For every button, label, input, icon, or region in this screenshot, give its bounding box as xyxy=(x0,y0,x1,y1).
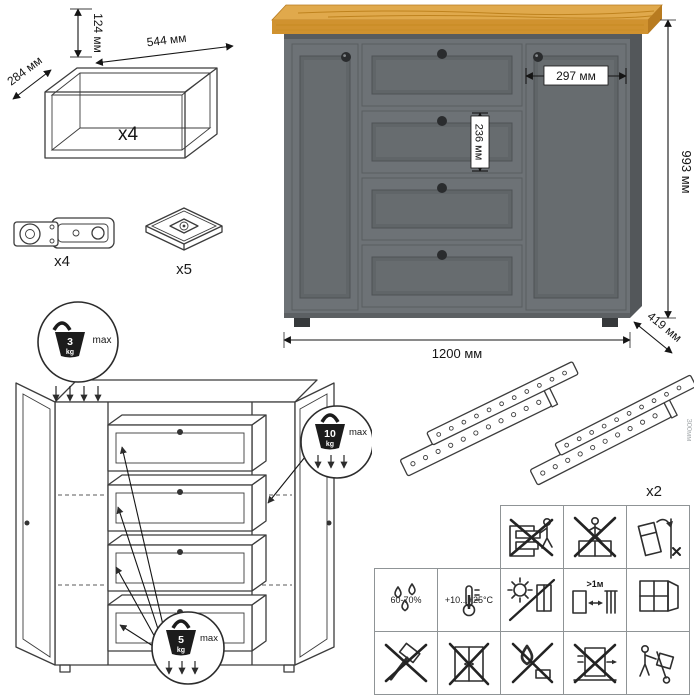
load-door-max: max xyxy=(349,427,367,438)
dresser-foot xyxy=(602,318,618,327)
dresser-foot xyxy=(294,318,310,327)
drawer-box-count: x4 xyxy=(118,124,139,145)
pictogram-no-climb-on-top xyxy=(563,505,627,569)
drawer-slide-1 xyxy=(400,361,579,477)
hinge-count: x4 xyxy=(54,253,70,270)
slides-count: x2 xyxy=(646,483,662,500)
drawer-front-2 xyxy=(361,110,523,174)
overall-width-label: 1200 мм xyxy=(432,346,482,361)
load-top-value: 3 xyxy=(67,336,73,348)
pictogram-no-wet-cleaning xyxy=(500,631,564,695)
drawer-front-4 xyxy=(361,244,523,308)
open-drawer-1 xyxy=(107,414,267,472)
drawer-stack xyxy=(361,43,523,308)
drawer-box-diagram: 124 мм 544 мм 284 мм x4 xyxy=(4,8,234,278)
load-door-value: 10 xyxy=(324,428,336,440)
pictogram-no-hammering xyxy=(374,631,438,695)
thermometer-icon xyxy=(462,585,480,617)
overall-height-label: 993 мм xyxy=(679,150,694,193)
load-drawer-value: 5 xyxy=(178,634,184,646)
pictogram-avoid-sunlight xyxy=(500,568,564,632)
pictogram-no-dragging xyxy=(563,631,627,695)
dim-overall-height: 993 мм xyxy=(660,19,694,319)
pictogram-ventilation xyxy=(626,568,690,632)
open-dresser-line-drawing: 3 kg max 10 kg max xyxy=(15,301,372,685)
load-limit-door-callout: 10 kg max xyxy=(267,405,372,504)
slides-length-note: 300мм xyxy=(685,419,694,442)
pictogram-no-disassembly xyxy=(437,631,501,695)
left-door xyxy=(291,43,359,311)
drawer-width-label: 544 мм xyxy=(146,31,187,50)
sun-icon xyxy=(507,577,556,622)
drawer-box-drawing: x4 xyxy=(44,67,218,159)
load-top-unit: kg xyxy=(66,349,74,356)
drawer-height-dimension: 124 мм xyxy=(70,8,105,58)
pictogram-transport-upright xyxy=(626,631,690,695)
leg-icon xyxy=(145,207,223,251)
drawer-front-3 xyxy=(361,177,523,241)
heat-distance-icon: >1м xyxy=(572,579,618,614)
no-sit-on-drawers-icon xyxy=(509,518,554,557)
drawer-depth-label: 284 мм xyxy=(4,53,44,88)
drawer-slide-2 xyxy=(530,374,694,486)
load-drawer-max: max xyxy=(200,633,218,644)
drawer-knob xyxy=(437,250,447,260)
drawer-width-dimension: 544 мм xyxy=(95,31,234,66)
dim-drawer-height: 236 мм xyxy=(470,112,490,172)
load-drawer-unit: kg xyxy=(177,647,185,654)
dim-overall-width: 1200 мм xyxy=(283,332,631,361)
pictogram-no-sit-on-drawers xyxy=(500,505,564,569)
humidity-range-label: 60-70% xyxy=(390,595,422,605)
pictogram-humidity: 60-70% xyxy=(374,568,438,632)
right-door xyxy=(525,43,627,311)
door-width-label: 297 мм xyxy=(556,69,596,83)
pictogram-anti-tip-warning xyxy=(626,505,690,569)
drawer-slides-illustration: x2 300мм xyxy=(400,361,694,500)
no-disassembly-icon xyxy=(448,642,490,686)
drawer-knob xyxy=(437,116,447,126)
no-hammer-icon xyxy=(384,642,428,683)
humidity-drops-icon xyxy=(394,583,416,612)
open-drawer-3 xyxy=(107,534,267,592)
open-drawer-2 xyxy=(107,474,267,532)
drawer-knob xyxy=(437,49,447,59)
window-icon xyxy=(639,580,679,612)
door-knob xyxy=(533,52,543,62)
dim-door-width: 297 мм xyxy=(525,65,627,86)
pictogram-temperature: +10...+25°C xyxy=(437,568,501,632)
open-left-door xyxy=(15,382,56,666)
load-top-arrows xyxy=(52,386,102,402)
dresser-illustration: 297 мм 236 мм 993 мм 1200 мм xyxy=(271,4,694,361)
drawer-front-1 xyxy=(361,43,523,107)
drawer-depth-dimension: 284 мм xyxy=(4,53,52,100)
drawer-height-label: 124 мм xyxy=(91,13,105,53)
load-limit-drawer-callout: 5 kg max xyxy=(115,446,225,685)
overall-depth-label: 419 мм xyxy=(645,309,685,345)
door-knob xyxy=(341,52,351,62)
load-limit-top-callout: 3 kg max xyxy=(37,301,119,402)
drawer-knob xyxy=(437,183,447,193)
load-door-unit: kg xyxy=(326,441,334,448)
load-top-max: max xyxy=(93,335,112,346)
anti-tip-warning-icon xyxy=(637,518,681,559)
heat-distance-label: >1м xyxy=(587,579,604,589)
transport-dolly-icon xyxy=(639,645,675,684)
drawer-height-label: 236 мм xyxy=(473,124,485,161)
dim-overall-depth: 419 мм xyxy=(633,309,685,354)
dresser-wood-top xyxy=(271,4,663,34)
no-wet-cleaning-icon xyxy=(511,642,554,684)
pictogram-heat-distance: >1м xyxy=(563,568,627,632)
leg-count: x5 xyxy=(176,261,192,278)
no-dragging-icon xyxy=(573,643,617,684)
no-climb-on-top-icon xyxy=(573,516,617,558)
hinge-icon xyxy=(13,217,115,249)
